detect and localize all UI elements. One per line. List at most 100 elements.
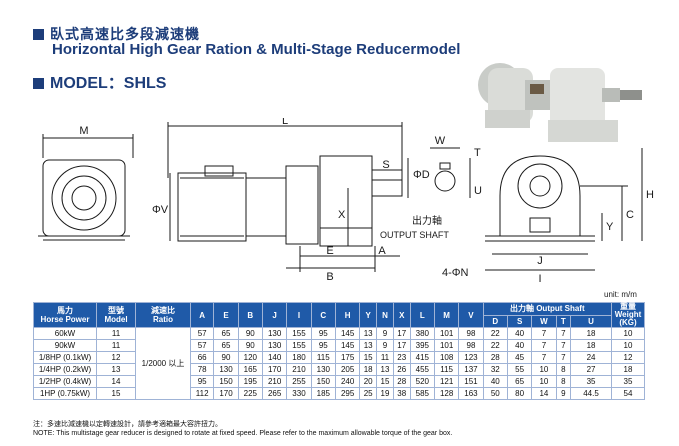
cell-value: 108 xyxy=(433,351,460,364)
note-block: 注：多速比減速機以定轉速設計，請參考適箱最大容許扭力。 NOTE: This m… xyxy=(33,420,452,438)
cell-value: 240 xyxy=(334,375,361,388)
cell-value: 7 xyxy=(555,351,572,364)
cell-value: 195 xyxy=(237,375,263,388)
cell-value: 165 xyxy=(237,363,263,376)
cell-value: 210 xyxy=(261,375,288,388)
cell-value: 40 xyxy=(482,375,508,388)
cell-value: 151 xyxy=(458,375,484,388)
cell-value: 395 xyxy=(409,339,435,352)
cell-value: 7 xyxy=(555,339,572,352)
cell-value: 65 xyxy=(213,339,239,352)
cell-value: 330 xyxy=(286,387,312,400)
cell-value: 23 xyxy=(392,351,411,364)
header-w: W xyxy=(531,314,557,328)
cell-value: 26 xyxy=(392,363,411,376)
cell-value: 130 xyxy=(213,363,239,376)
cell-horse-power: 90kW xyxy=(33,339,97,352)
cell-value: 19 xyxy=(376,387,394,400)
dim-i-label: I xyxy=(538,273,541,285)
dim-b-label: B xyxy=(326,271,333,283)
note-english: NOTE: This multistage gear reducer is de… xyxy=(33,430,453,437)
output-shaft-en: OUTPUT SHAFT xyxy=(380,230,449,240)
cell-value: 9 xyxy=(555,387,572,400)
cell-value: 14 xyxy=(531,387,557,400)
cell-value: 40 xyxy=(506,339,533,352)
cell-value: 180 xyxy=(286,351,312,364)
cell-value: 57 xyxy=(189,339,215,352)
dim-s-label: S xyxy=(382,159,389,171)
cell-value: 18 xyxy=(570,327,612,340)
header-weight: 重量 Weight (KG) xyxy=(611,302,645,328)
header-v: V xyxy=(458,302,484,328)
cell-horse-power: 1/2HP (0.4kW) xyxy=(33,375,97,388)
title-bullet-icon xyxy=(33,29,44,40)
header-u: U xyxy=(570,314,612,328)
cell-value: 130 xyxy=(261,327,288,340)
cell-value: 150 xyxy=(310,375,336,388)
cell-value: 170 xyxy=(261,363,288,376)
cell-value: 140 xyxy=(261,351,288,364)
cell-value: 520 xyxy=(409,375,435,388)
dim-t-label: T xyxy=(474,147,481,159)
cell-value: 12 xyxy=(611,351,645,364)
cell-value: 120 xyxy=(237,351,263,364)
cell-value: 415 xyxy=(409,351,435,364)
cell-horse-power: 1/8HP (0.1kW) xyxy=(33,351,97,364)
header-c: C xyxy=(310,302,336,328)
cell-value: 185 xyxy=(310,387,336,400)
title-english: Horizontal High Gear Ration & Multi-Stag… xyxy=(52,41,461,58)
cell-value: 90 xyxy=(237,327,263,340)
cell-value: 22 xyxy=(482,327,508,340)
dim-w-label: W xyxy=(435,135,446,147)
cell-value: 55 xyxy=(506,363,533,376)
cell-value: 115 xyxy=(310,351,336,364)
cell-value: 90 xyxy=(213,351,239,364)
cell-value: 13 xyxy=(359,339,378,352)
cell-value: 8 xyxy=(555,363,572,376)
cell-value: 18 xyxy=(359,363,378,376)
header-n: N xyxy=(376,302,394,328)
cell-value: 225 xyxy=(237,387,263,400)
cell-value: 18 xyxy=(611,363,645,376)
cell-value: 115 xyxy=(433,363,460,376)
cell-value: 54 xyxy=(611,387,645,400)
gear-reducer-photo xyxy=(470,50,645,160)
cell-value: 137 xyxy=(458,363,484,376)
cell-value: 95 xyxy=(310,339,336,352)
cell-value: 380 xyxy=(409,327,435,340)
cell-value: 35 xyxy=(570,375,612,388)
cell-value: 57 xyxy=(189,327,215,340)
dim-j-label: J xyxy=(537,255,543,267)
cell-value: 9 xyxy=(376,339,394,352)
cell-value: 128 xyxy=(433,387,460,400)
note-chinese: 注：多速比減速機以定轉速設計，請參考適箱最大容許扭力。 xyxy=(33,421,222,428)
dim-y-label: Y xyxy=(606,221,614,233)
cell-value: 130 xyxy=(261,339,288,352)
cell-model: 12 xyxy=(96,351,136,364)
cell-value: 40 xyxy=(506,327,533,340)
cell-value: 175 xyxy=(334,351,361,364)
cell-value: 9 xyxy=(376,327,394,340)
dim-u-label: U xyxy=(474,185,482,197)
cell-value: 7 xyxy=(531,351,557,364)
header-horse-power: 馬力 Horse Power xyxy=(33,302,97,328)
cell-model: 15 xyxy=(96,387,136,400)
header-h: H xyxy=(334,302,361,328)
cell-value: 13 xyxy=(376,363,394,376)
cell-value: 98 xyxy=(458,327,484,340)
dim-n-label: 4-ΦN xyxy=(442,267,469,279)
dim-e-label: E xyxy=(326,245,333,257)
cell-value: 7 xyxy=(531,327,557,340)
cell-value: 95 xyxy=(189,375,215,388)
cell-value: 155 xyxy=(286,327,312,340)
model-bullet-icon xyxy=(33,78,44,89)
cell-horse-power: 60kW xyxy=(33,327,97,340)
cell-value: 101 xyxy=(433,339,460,352)
header-m: M xyxy=(433,302,460,328)
cell-value: 295 xyxy=(334,387,361,400)
cell-value: 35 xyxy=(611,375,645,388)
cell-value: 145 xyxy=(334,339,361,352)
